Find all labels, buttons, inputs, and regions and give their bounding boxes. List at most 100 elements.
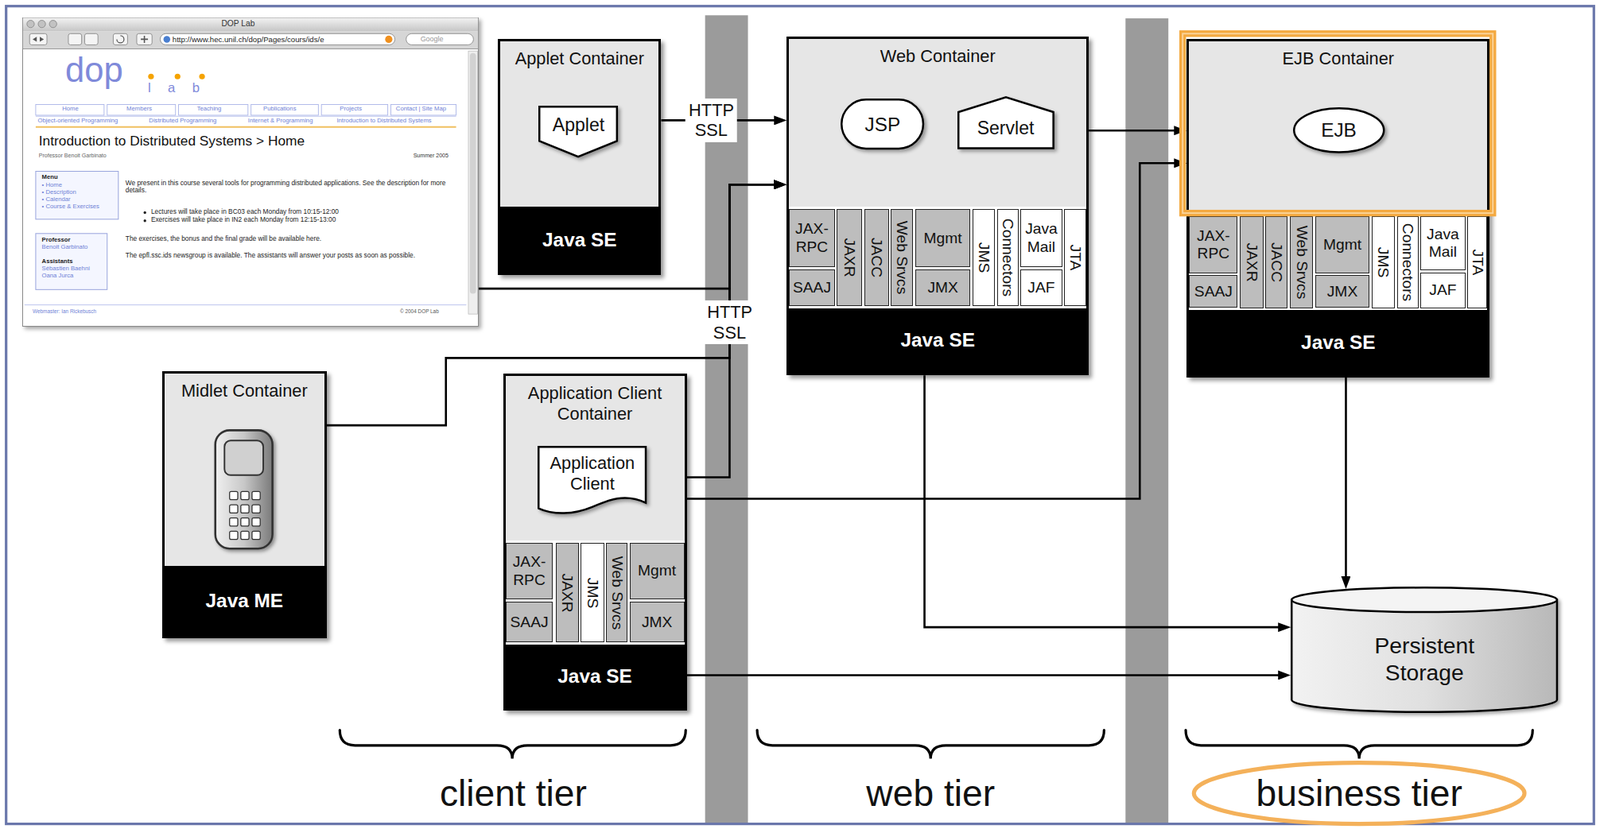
page-text: Introduction to Distributed Systems — [336, 117, 432, 125]
document-shape-path — [538, 446, 646, 513]
node-label: Persistent Storage — [1374, 633, 1475, 688]
storage-cylinder: Persistent Storage — [1290, 586, 1558, 714]
node-label: JMX — [641, 613, 672, 632]
node-label: Mgmt — [637, 562, 676, 580]
toolbar-button — [85, 33, 99, 45]
page-text: Oana Jurca — [42, 272, 74, 280]
nav-arrows — [32, 36, 44, 42]
cylinder-body — [1291, 599, 1558, 712]
page-text: Object-oriented Programming — [37, 117, 118, 125]
api-box: JAXR — [1239, 216, 1264, 308]
tier-label: web tier — [866, 773, 995, 815]
node-label: JMS — [584, 577, 600, 608]
logo-dot — [198, 73, 205, 80]
node-label: Mgmt — [924, 229, 963, 248]
api-box: Mgmt — [915, 209, 971, 268]
node-label: JTA — [1469, 248, 1485, 276]
node-label: JMX — [1327, 283, 1358, 301]
applet-shape: Applet — [538, 105, 618, 158]
api-box: JMX — [629, 601, 685, 643]
plus-icon — [140, 35, 148, 43]
node-label: Java ME — [205, 590, 284, 613]
node-label: Midlet Container — [176, 380, 313, 402]
page-text: DOP Lab — [221, 19, 255, 29]
api-box: JAXR — [555, 543, 579, 644]
feed-icon — [384, 35, 393, 43]
node-label: JAX-RPC — [1189, 227, 1237, 263]
platform-band: Java SE — [505, 644, 685, 709]
node-label: Applet Container — [510, 48, 649, 70]
container-box: EJB ContainerEJBJAX-RPCSAAJJAXRJACCWeb S… — [1186, 38, 1490, 378]
node-label: Web Srvcs — [894, 221, 910, 296]
ejb-ellipse: EJB — [1293, 107, 1385, 154]
api-box: Java Mail — [1420, 216, 1465, 271]
connector-arrow — [924, 375, 1287, 628]
node-label: Java SE — [557, 665, 633, 688]
phone-screen — [224, 440, 264, 476]
api-box: Connectors — [997, 209, 1019, 307]
scroll-thumb — [469, 53, 477, 295]
search-field — [406, 33, 474, 45]
node-label: Connectors — [1399, 223, 1415, 302]
jsp-shape: JSP — [840, 98, 925, 150]
reload-icon — [116, 35, 125, 43]
page-text: Members — [126, 105, 152, 113]
page-text: Benoit Garbinato — [42, 244, 89, 252]
page-text: Summer 2005 — [413, 152, 449, 160]
logo-dot — [147, 73, 154, 80]
site-icon — [163, 35, 171, 43]
api-box: SAAJ — [1188, 275, 1238, 308]
edge-label: HTTP SSL — [703, 300, 756, 344]
node-label: EJB — [1320, 118, 1357, 142]
nav-rule — [35, 116, 457, 117]
api-box: JMS — [1371, 216, 1396, 308]
page-text: Internet & Programming — [248, 117, 314, 125]
page-text: Webmaster: Ian Rickebusch — [32, 308, 97, 315]
page-text: Sébastien Baehni — [42, 265, 90, 273]
page-text: • Calendar — [42, 196, 71, 204]
page-text: dop — [65, 50, 124, 90]
applet-shape-path — [539, 107, 618, 158]
page-text: • Description — [42, 189, 77, 197]
page-text: Projects — [339, 105, 362, 113]
container-box: Application Client ContainerApplication … — [503, 373, 688, 712]
url-field — [159, 33, 395, 45]
page-text: Lectures will take place in BC03 each Mo… — [151, 208, 339, 217]
connector-arrow — [687, 674, 1287, 677]
window-button — [27, 20, 35, 28]
api-box: JAX-RPC — [505, 543, 554, 601]
connector-arrow — [687, 163, 1183, 499]
jsp-shape-path — [842, 100, 925, 150]
node-label: JAF — [1429, 281, 1457, 300]
window-button — [38, 20, 46, 28]
page-text: http://www.hec.unil.ch/dop/Pages/cours/i… — [172, 34, 325, 44]
api-box: JACC — [1265, 216, 1288, 308]
phone-keypad — [229, 491, 261, 540]
tier-separator — [1125, 18, 1169, 824]
api-box: JMX — [915, 269, 971, 307]
node-label: Web Srvcs — [1293, 225, 1309, 300]
scrollbar — [468, 50, 478, 315]
tier-braces — [339, 730, 1533, 760]
list-bullet — [143, 219, 147, 222]
list-bullet — [143, 211, 147, 214]
node-label: Applet — [552, 114, 605, 137]
connector-arrow — [1344, 377, 1348, 585]
container-box: Web ContainerJSPServletJAX-RPCSAAJJAXRJA… — [786, 36, 1089, 376]
browser-chrome — [23, 17, 478, 315]
node-label: Java Mail — [1421, 225, 1465, 261]
servlet-shape: Servlet — [957, 96, 1055, 150]
node-label: JSP — [865, 112, 901, 136]
node-label: JACC — [1269, 242, 1285, 283]
node-label: Mgmt — [1323, 236, 1362, 254]
api-box: Web Srvcs — [605, 543, 628, 644]
page-text: l a b — [147, 80, 206, 96]
platform-band: Java SE — [788, 308, 1087, 374]
logo-dot — [174, 73, 181, 80]
api-box: JMS — [580, 543, 605, 644]
api-box: JAXR — [836, 209, 863, 307]
node-label: JMS — [1375, 247, 1391, 278]
page-text: Publications — [263, 105, 296, 113]
connector-arrow — [1088, 129, 1182, 133]
toolbar-button — [112, 33, 128, 45]
